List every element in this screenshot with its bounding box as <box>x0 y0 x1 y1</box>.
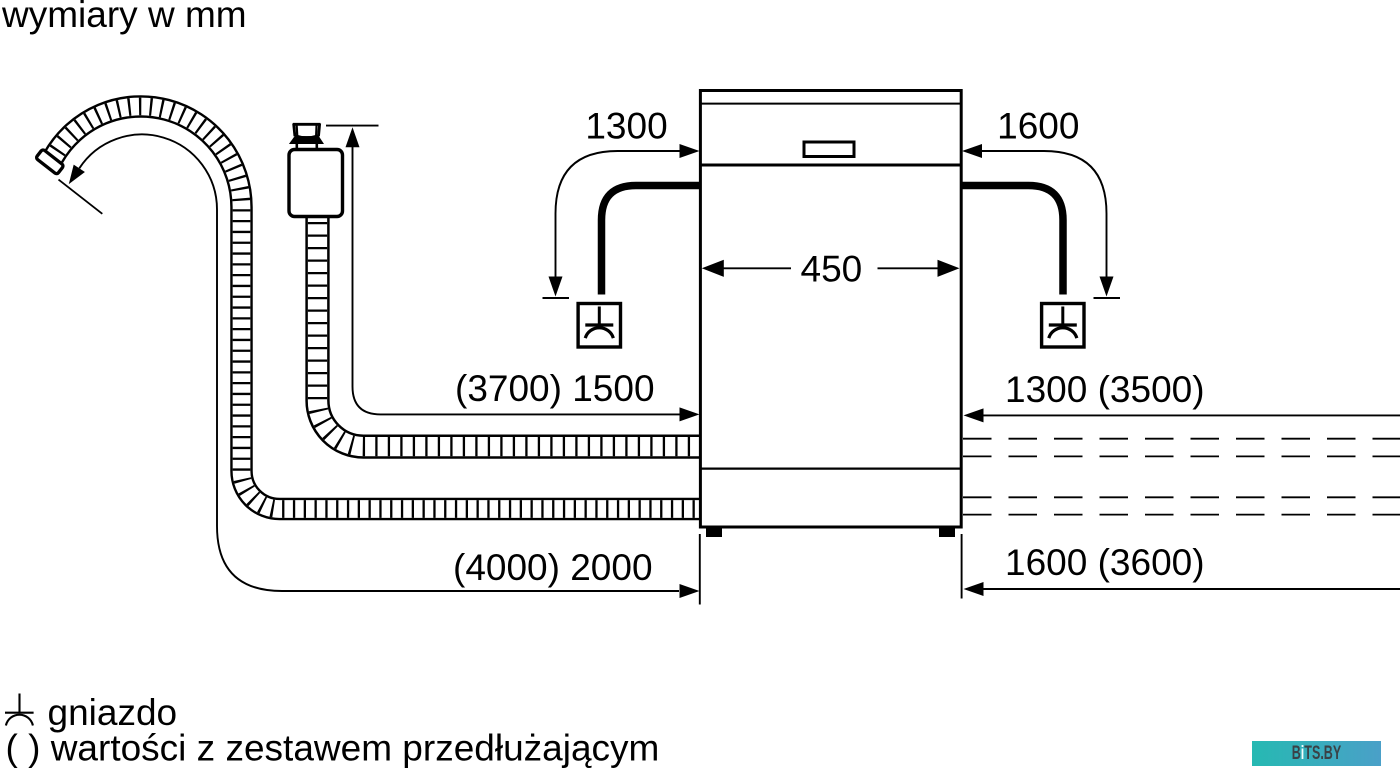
svg-text:450: 450 <box>801 248 863 289</box>
svg-text:(4000) 2000: (4000) 2000 <box>453 547 653 588</box>
svg-text:1600: 1600 <box>997 106 1079 147</box>
svg-text:gniazdo: gniazdo <box>48 692 178 733</box>
svg-text:1300 (3500): 1300 (3500) <box>1005 369 1205 410</box>
svg-text:(3700) 1500: (3700) 1500 <box>455 368 655 409</box>
svg-text:1600 (3600): 1600 (3600) <box>1005 542 1205 583</box>
svg-text:1300: 1300 <box>585 106 667 147</box>
svg-text:( ) wartości z zestawem przedł: ( ) wartości z zestawem przedłużającym <box>6 728 660 769</box>
svg-text:wymiary w mm: wymiary w mm <box>1 0 247 35</box>
